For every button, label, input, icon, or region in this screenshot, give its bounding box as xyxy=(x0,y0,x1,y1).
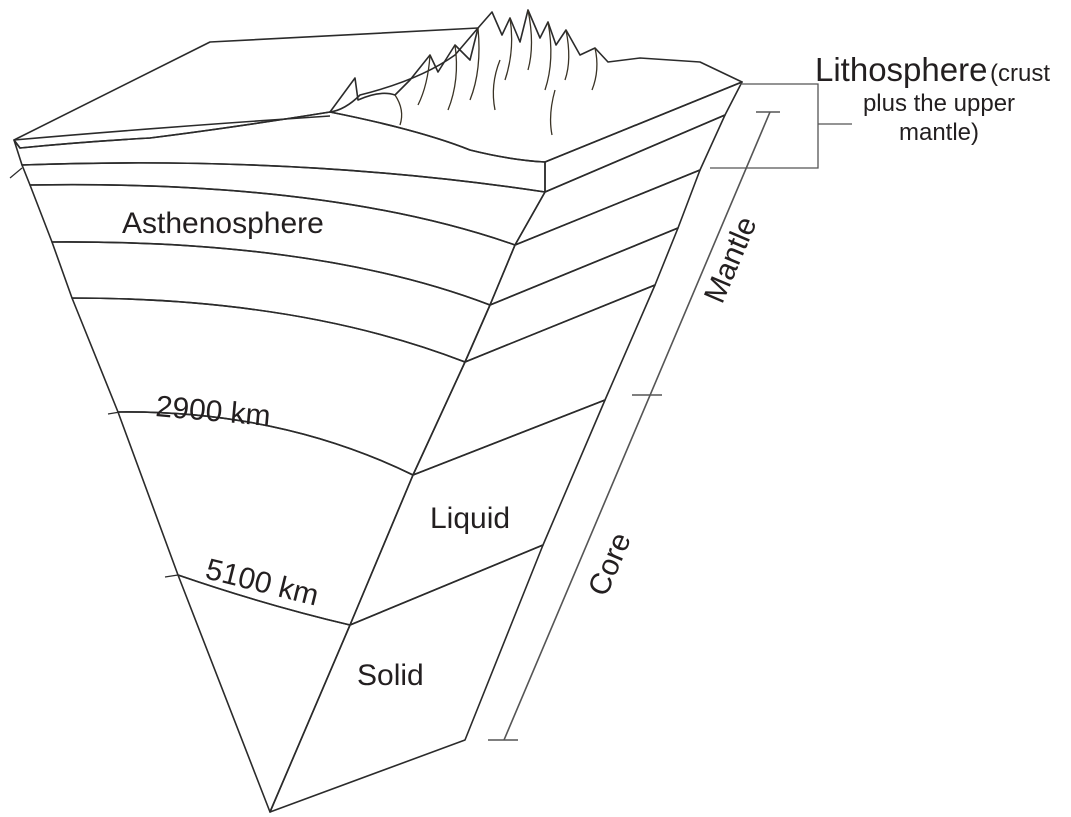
crust-left xyxy=(13,111,546,193)
lithosphere-line3: mantle) xyxy=(899,119,979,146)
depth-scale xyxy=(488,111,780,741)
solid-label: Solid xyxy=(357,659,424,692)
continent-surface xyxy=(329,9,743,163)
core-label: Core xyxy=(582,528,638,601)
left-tick-5100 xyxy=(164,574,179,578)
mountain-ridges xyxy=(394,9,598,136)
lithosphere-paren: (crust xyxy=(990,60,1050,87)
depth-2900-label: 2900 km xyxy=(154,390,272,433)
right-face xyxy=(269,114,726,813)
left-tick-top xyxy=(9,167,23,179)
lower-mantle-right xyxy=(412,284,656,476)
ocean xyxy=(13,27,479,149)
left-face xyxy=(21,162,546,813)
liquid-label: Liquid xyxy=(430,502,510,535)
ocean-floor-line xyxy=(13,115,331,141)
lithosphere-bracket xyxy=(710,83,852,169)
crust-right xyxy=(544,81,743,193)
inner-core-left xyxy=(177,574,351,813)
asthenosphere-left xyxy=(29,183,516,306)
lithosphere-line2: plus the upper xyxy=(863,90,1015,117)
transition-zone-right xyxy=(464,227,679,363)
asthenosphere-right xyxy=(489,169,701,306)
left-tick-2900 xyxy=(107,411,121,415)
asthenosphere-label: Asthenosphere xyxy=(122,207,324,240)
transition-zone-left xyxy=(51,241,491,363)
depth-5100-label: 5100 km xyxy=(202,553,322,613)
upper-mantle-right xyxy=(514,114,726,246)
lithosphere-title: Lithosphere xyxy=(815,51,987,88)
